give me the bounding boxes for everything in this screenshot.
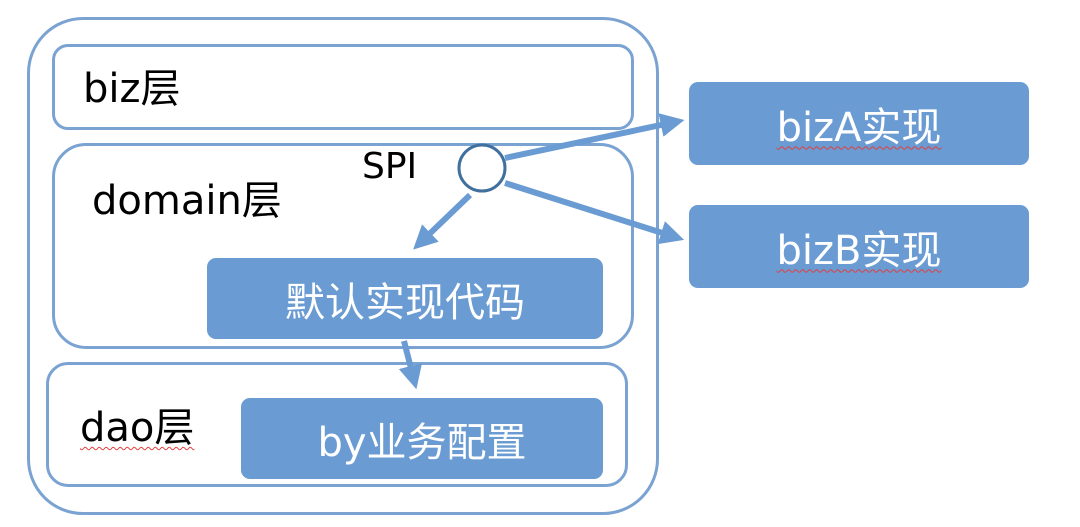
arrow-spi-to-bizb — [504, 180, 685, 245]
domain-layer-label: domain层 — [92, 178, 282, 224]
arrow-spi-to-default-impl — [413, 192, 473, 250]
spi-label: SPI — [362, 146, 418, 187]
bizb-impl-box: bizB实现 — [689, 205, 1029, 288]
by-config-label: by业务配置 — [317, 419, 527, 466]
default-impl-box: 默认实现代码 — [207, 258, 603, 339]
biza-impl-label: bizA实现 — [776, 104, 942, 151]
by-config-box: by业务配置 — [241, 398, 603, 479]
dao-layer-label: dao层 — [80, 408, 194, 448]
arrow-spi-to-biza — [504, 113, 685, 161]
biz-layer-label: biz层 — [83, 66, 181, 112]
biza-impl-box: bizA实现 — [689, 82, 1029, 165]
arrow-default-impl-to-config — [398, 340, 423, 390]
bizb-impl-label: bizB实现 — [776, 227, 942, 274]
biz-layer-frame — [52, 44, 634, 130]
default-impl-label: 默认实现代码 — [285, 279, 525, 326]
spi-interface-circle — [457, 143, 507, 193]
dao-layer-label-text: dao层 — [80, 405, 195, 451]
